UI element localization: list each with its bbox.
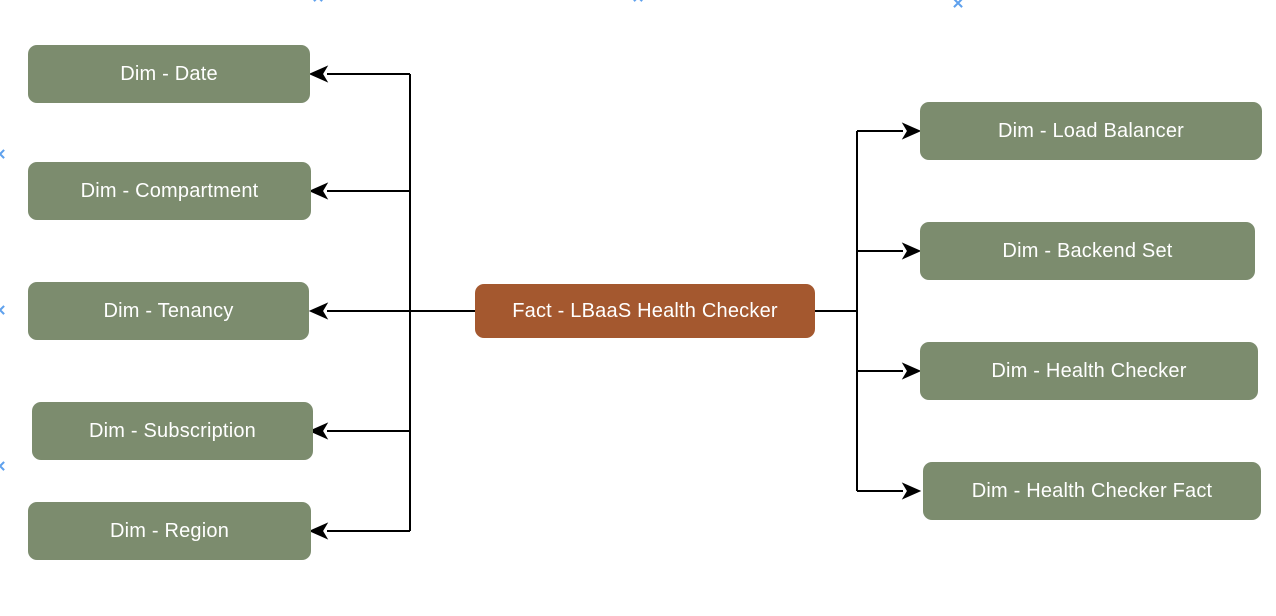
edge-fact-to-dim-subscription[interactable] bbox=[308, 422, 410, 440]
edge-fact-to-dim-health-checker[interactable] bbox=[857, 362, 922, 380]
node-label: Dim - Region bbox=[109, 519, 230, 542]
dim-node-backend-set[interactable]: Dim - Backend Set bbox=[920, 222, 1255, 280]
dim-node-compartment[interactable]: Dim - Compartment bbox=[28, 162, 311, 220]
edge-fact-to-dim-load-balancer[interactable] bbox=[857, 122, 922, 140]
node-label: Dim - Tenancy bbox=[103, 299, 234, 322]
node-label: Fact - LBaaS Health Checker bbox=[512, 299, 778, 322]
arrowhead bbox=[308, 522, 329, 540]
node-label: Dim - Subscription bbox=[89, 419, 256, 442]
node-label: Dim - Health Checker Fact bbox=[971, 479, 1213, 502]
edge-fact-to-dim-date[interactable] bbox=[308, 65, 410, 83]
node-label: Dim - Compartment bbox=[80, 179, 259, 202]
edge-fact-to-dim-tenancy[interactable] bbox=[308, 302, 475, 320]
arrowhead bbox=[901, 362, 922, 380]
arrowhead bbox=[308, 65, 329, 83]
connection-point-marker-icon: ✕ bbox=[0, 148, 6, 163]
arrowhead bbox=[901, 242, 922, 260]
connection-point-marker-icon: ✕ bbox=[312, 0, 325, 6]
node-label: Dim - Backend Set bbox=[1002, 239, 1173, 262]
connection-point-marker-icon: ✕ bbox=[0, 304, 6, 319]
edge-trunk-right[interactable] bbox=[815, 131, 858, 491]
dim-node-date[interactable]: Dim - Date bbox=[28, 45, 310, 103]
node-label: Dim - Date bbox=[120, 62, 218, 85]
fact-node-lbaas-health-checker[interactable]: Fact - LBaaS Health Checker bbox=[475, 284, 815, 338]
connection-point-marker-icon: ✕ bbox=[951, 0, 965, 13]
node-label: Dim - Health Checker bbox=[991, 359, 1187, 382]
arrowhead bbox=[901, 122, 922, 140]
dim-node-tenancy[interactable]: Dim - Tenancy bbox=[28, 282, 309, 340]
arrowhead bbox=[308, 182, 329, 200]
edge-fact-to-dim-backend-set[interactable] bbox=[857, 242, 922, 260]
dim-node-subscription[interactable]: Dim - Subscription bbox=[32, 402, 313, 460]
dim-node-load-balancer[interactable]: Dim - Load Balancer bbox=[920, 102, 1262, 160]
arrowhead bbox=[901, 482, 922, 500]
connection-point-marker-icon: ✕ bbox=[0, 460, 6, 475]
connection-point-marker-icon: ✕ bbox=[632, 0, 645, 6]
edge-fact-to-dim-compartment[interactable] bbox=[308, 182, 410, 200]
node-label: Dim - Load Balancer bbox=[997, 119, 1185, 142]
edge-fact-to-dim-health-checker-fact[interactable] bbox=[857, 482, 922, 500]
edge-fact-to-dim-region[interactable] bbox=[308, 522, 410, 540]
arrowhead bbox=[308, 302, 329, 320]
dim-node-region[interactable]: Dim - Region bbox=[28, 502, 311, 560]
dim-node-health-checker[interactable]: Dim - Health Checker bbox=[920, 342, 1258, 400]
arrowhead bbox=[308, 422, 329, 440]
dim-node-health-checker-fact[interactable]: Dim - Health Checker Fact bbox=[923, 462, 1261, 520]
